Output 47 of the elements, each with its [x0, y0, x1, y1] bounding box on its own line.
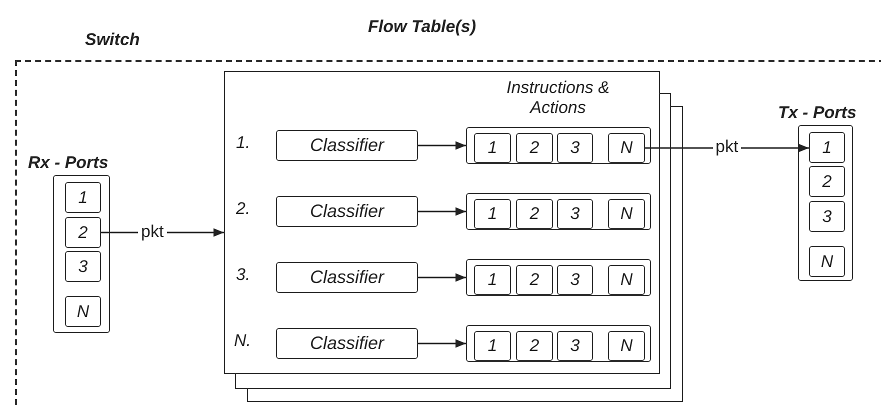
row-number: 3. — [236, 265, 250, 285]
port-box: 2 — [65, 217, 101, 248]
action-slot: 3 — [557, 199, 593, 229]
port-box: 3 — [809, 201, 845, 232]
row-number: 1. — [236, 133, 250, 153]
port-box: 1 — [809, 132, 845, 163]
action-slot: 1 — [474, 331, 511, 361]
column-heading: Instructions & Actions — [506, 78, 610, 118]
port-box: 3 — [65, 251, 101, 282]
action-slot: 2 — [516, 133, 553, 163]
classifier-box: Classifier — [276, 328, 418, 359]
arrow — [418, 207, 466, 216]
port-group-title: Tx - Ports — [778, 103, 856, 123]
action-slot: N — [608, 265, 645, 295]
classifier-box: Classifier — [276, 130, 418, 161]
port-box: 2 — [809, 166, 845, 197]
action-list — [466, 325, 651, 362]
row-number: N. — [234, 331, 251, 351]
action-slot: 1 — [474, 133, 511, 163]
action-slot: N — [608, 331, 645, 361]
arrow — [418, 339, 466, 348]
port-box: N — [809, 246, 845, 277]
action-slot: 1 — [474, 199, 511, 229]
action-slot: 3 — [557, 265, 593, 295]
action-slot: 2 — [516, 265, 553, 295]
action-list — [466, 127, 651, 164]
action-list — [466, 259, 651, 296]
row-number: 2. — [236, 199, 250, 219]
edge-label: pkt — [138, 222, 167, 242]
arrow — [418, 273, 466, 282]
classifier-box: Classifier — [276, 262, 418, 293]
action-slot: 2 — [516, 199, 553, 229]
action-slot: 3 — [557, 133, 593, 163]
flow-table-title: Flow Table(s) — [368, 17, 476, 37]
action-slot: N — [608, 133, 645, 163]
arrow — [418, 141, 466, 150]
action-slot: N — [608, 199, 645, 229]
switch-title: Switch — [85, 30, 140, 50]
port-box: 1 — [65, 182, 101, 213]
action-slot: 2 — [516, 331, 553, 361]
port-group-title: Rx - Ports — [28, 153, 108, 173]
classifier-box: Classifier — [276, 196, 418, 227]
action-slot: 1 — [474, 265, 511, 295]
action-list — [466, 193, 651, 230]
port-box: N — [65, 296, 101, 327]
edge-label: pkt — [712, 137, 742, 157]
action-slot: 3 — [557, 331, 593, 361]
